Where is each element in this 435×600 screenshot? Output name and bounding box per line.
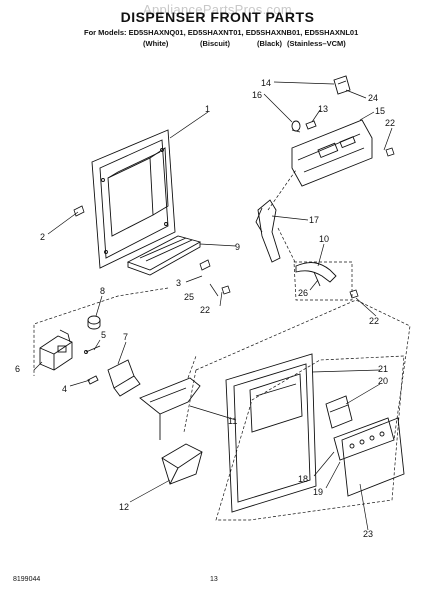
models-line: For Models: ED5SHAXNQ01, ED5SHAXNT01, ED…: [84, 28, 359, 37]
part-switch: [333, 75, 351, 95]
callout-6: 6: [15, 364, 20, 374]
callout-4: 4: [62, 384, 67, 394]
callout-22: 22: [200, 305, 210, 315]
callout-19: 19: [313, 487, 323, 497]
callout-1: 1: [205, 104, 210, 114]
callout-22: 22: [369, 316, 379, 326]
callout-3: 3: [176, 278, 181, 288]
callout-15: 15: [375, 106, 385, 116]
part-screw-4: [87, 375, 99, 385]
callout-5: 5: [101, 330, 106, 340]
variant-stainless: (Stainless–VCM): [287, 39, 346, 48]
part-motor-housing: [39, 329, 73, 371]
variant-white: (White): [143, 39, 169, 48]
part-rod: [84, 345, 101, 354]
part-bulb-16: [291, 120, 301, 133]
callout-23: 23: [363, 529, 373, 539]
callout-9: 9: [235, 242, 240, 252]
part-housing: [91, 129, 176, 269]
part-control-housing: [291, 119, 373, 187]
screws: [73, 147, 395, 299]
callout-25: 25: [184, 292, 194, 302]
callout-7: 7: [123, 332, 128, 342]
callout-2: 2: [40, 232, 45, 242]
callout-13: 13: [318, 104, 328, 114]
doc-number: 8199044: [13, 576, 41, 583]
part-chute-door: [161, 443, 203, 485]
callout-24: 24: [368, 93, 378, 103]
part-drip-tray: [126, 235, 202, 276]
callout-18: 18: [298, 474, 308, 484]
part-solenoid: [87, 315, 101, 330]
callout-11: 11: [228, 416, 237, 426]
part-actuator: [295, 262, 337, 287]
callout-14: 14: [261, 78, 271, 88]
assembly-lines: [33, 169, 411, 521]
part-keypad: [333, 417, 395, 461]
page-number: 13: [210, 576, 218, 583]
callout-21: 21: [378, 364, 388, 374]
part-front-panel: [341, 417, 405, 497]
callout-20: 20: [378, 376, 388, 386]
variant-black: (Black): [257, 39, 283, 48]
watermark: AppliancePartsPros.com: [143, 2, 292, 17]
part-fastener-13: [305, 120, 317, 130]
part-lever-arm: [255, 199, 281, 263]
callout-10: 10: [319, 234, 329, 244]
callout-17: 17: [309, 215, 319, 225]
callout-8: 8: [100, 286, 105, 296]
part-bracket: [107, 359, 141, 397]
leader-lines: [33, 81, 393, 531]
part-control-board: [325, 395, 353, 429]
callout-26: 26: [298, 288, 308, 298]
callout-16: 16: [252, 90, 262, 100]
callout-12: 12: [119, 502, 129, 512]
variant-biscuit: (Biscuit): [200, 39, 230, 48]
part-chute: [139, 377, 201, 440]
part-front-frame: [225, 353, 317, 513]
callout-22: 22: [385, 118, 395, 128]
diagram-title: DISPENSER FRONT PARTS: [120, 9, 315, 25]
